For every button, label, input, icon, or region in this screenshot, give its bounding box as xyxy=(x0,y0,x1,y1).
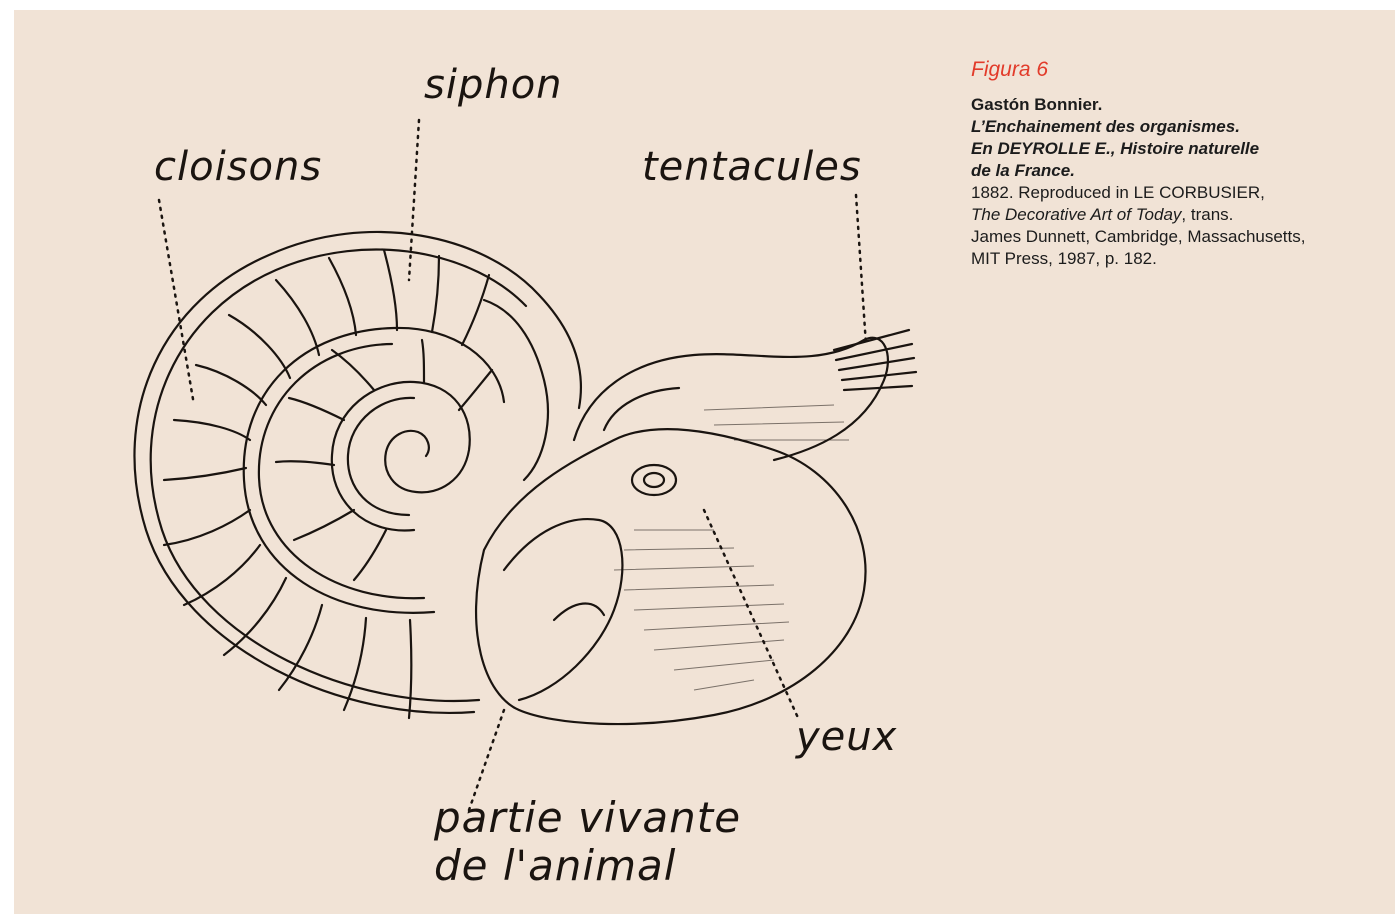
leader-cloisons xyxy=(159,200,194,405)
caption-line-2-rest: , trans. xyxy=(1181,205,1233,224)
caption-author: Gastón Bonnier. xyxy=(971,94,1391,116)
shell-outline xyxy=(134,232,580,713)
label-partie-line2: de l'animal xyxy=(434,841,676,890)
label-partie-line1: partie vivante xyxy=(433,793,741,842)
caption-book-title: The Decorative Art of Today xyxy=(971,205,1181,224)
nautilus-drawing: siphon cloisons tentacules yeux partie v… xyxy=(14,10,974,914)
label-tentacules: tentacules xyxy=(642,144,862,190)
label-cloisons: cloisons xyxy=(154,144,322,190)
animal-hood xyxy=(574,338,888,460)
leader-siphon xyxy=(409,120,419,280)
caption-line-1: 1882. Reproduced in LE CORBUSIER, xyxy=(971,182,1391,204)
animal-body xyxy=(476,429,865,724)
label-siphon: siphon xyxy=(424,62,563,108)
figure-panel: siphon cloisons tentacules yeux partie v… xyxy=(14,10,1395,914)
figure-label: Figura 6 xyxy=(971,56,1391,84)
caption-title-line-1: L’Enchainement des organismes. xyxy=(971,116,1391,138)
leader-yeux xyxy=(704,510,799,720)
caption-title-line-2: En DEYROLLE E., Histoire naturelle xyxy=(971,138,1391,160)
caption-line-4: MIT Press, 1987, p. 182. xyxy=(971,248,1391,270)
caption-line-3: James Dunnett, Cambridge, Massachusetts, xyxy=(971,226,1391,248)
label-yeux: yeux xyxy=(795,714,897,760)
caption-title-line-3: de la France. xyxy=(971,160,1391,182)
nautilus-illustration: siphon cloisons tentacules yeux partie v… xyxy=(14,10,974,914)
figure-caption: Figura 6 Gastón Bonnier. L’Enchainement … xyxy=(971,56,1391,270)
leader-tentacules xyxy=(856,195,866,345)
caption-line-2: The Decorative Art of Today, trans. xyxy=(971,204,1391,226)
animal-eye xyxy=(632,465,676,495)
